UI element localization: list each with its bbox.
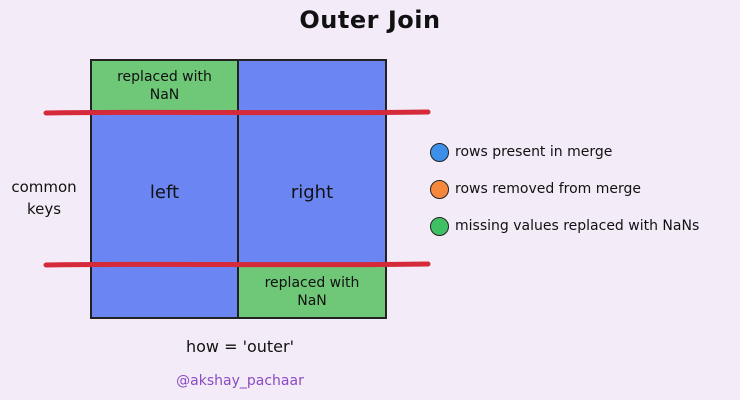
orange-dot-icon [430,179,449,199]
left-replaced-region [90,59,239,112]
right-replaced-label: replaced with NaN [264,275,360,309]
author-handle: @akshay_pachaar [176,373,304,389]
upper-key-line [43,109,431,116]
left-table-label: left [149,182,180,203]
legend-item-removed: rows removed from merge [430,177,699,201]
legend-item-present: rows present in merge [430,140,699,164]
legend-item-missing: missing values replaced with NaNs [430,214,699,238]
how-caption: how = 'outer' [185,337,294,356]
right-table-label: right [290,182,334,203]
left-replaced-label: replaced with NaN [117,68,212,103]
legend: rows present in merge rows removed from … [430,140,699,238]
common-keys-label: common keys [11,178,77,218]
diagram-title: Outer Join [299,6,441,34]
legend-label: rows removed from merge [455,181,641,197]
blue-dot-icon [430,142,449,162]
legend-label: rows present in merge [455,144,613,160]
right-replaced-region [237,265,387,319]
lower-key-line [43,261,431,268]
legend-label: missing values replaced with NaNs [455,218,700,234]
green-dot-icon [430,216,449,236]
